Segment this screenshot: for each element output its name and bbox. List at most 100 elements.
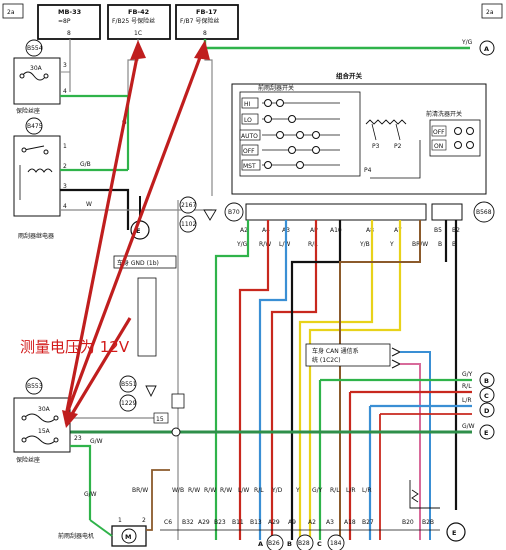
svg-text:P2: P2 [394,143,402,150]
svg-text:B5: B5 [434,227,442,234]
circle-2167 [179,196,197,214]
svg-text:C: C [484,392,489,400]
svg-text:B553: B553 [27,383,43,390]
svg-text:R/W: R/W [259,241,271,248]
svg-text:2: 2 [63,163,67,170]
switch-internal: P3 P2 P4 [364,119,421,179]
svg-text:A: A [484,45,489,53]
fuse-box-bottom-code-circle [25,377,43,395]
svg-text:L/W: L/W [238,487,249,494]
svg-text:G/W: G/W [90,438,103,445]
svg-text:A8: A8 [366,227,374,234]
svg-text:A29: A29 [198,519,210,526]
svg-text:A9: A9 [288,519,296,526]
svg-text:L/R: L/R [346,487,356,494]
svg-text:AUTO: AUTO [241,133,258,140]
bottom-wire-color-labels: W/B R/W R/W R/W L/W R/L Y/D Y G/Y R/L L/… [172,487,372,494]
right-bus-lines: G/Y R/L L/R G/W [60,371,475,540]
svg-text:G/Y: G/Y [462,371,473,378]
svg-text:4: 4 [63,88,67,95]
svg-text:OFF: OFF [433,129,445,136]
svg-text:30A: 30A [38,406,51,413]
svg-text:BR/W: BR/W [132,487,148,494]
svg-text:A4: A4 [262,227,270,234]
svg-text:B23: B23 [214,519,226,526]
svg-text:ON: ON [434,143,443,150]
svg-text:3: 3 [63,183,67,190]
svg-text:=8P: =8P [58,18,71,25]
svg-text:F/B25 号保险丝: F/B25 号保险丝 [112,17,155,25]
corner-tag-left: 2a [7,9,15,16]
svg-text:R/W: R/W [188,487,200,494]
svg-text:L/R: L/R [462,397,472,404]
svg-text:G/W: G/W [462,423,475,430]
switch-connector-b70 [245,203,427,221]
svg-text:B: B [438,241,442,248]
svg-text:组合开关: 组合开关 [336,71,363,80]
svg-text:Y: Y [389,241,394,248]
svg-text:30A: 30A [30,65,43,72]
fuse-box-bottom: 30A 15A [13,397,71,453]
svg-text:雨刮器继电器: 雨刮器继电器 [18,232,54,240]
svg-text:R/L: R/L [254,487,264,494]
svg-text:A: A [258,540,263,548]
svg-text:统 (1C2C): 统 (1C2C) [312,356,341,364]
svg-text:B20: B20 [402,519,414,526]
svg-text:前雨刮器电机: 前雨刮器电机 [58,532,94,540]
svg-text:B: B [484,377,489,385]
svg-text:1: 1 [118,517,122,524]
svg-text:MB-33: MB-33 [58,8,81,16]
svg-text:1102: 1102 [181,221,196,228]
svg-text:15: 15 [156,416,164,423]
svg-text:L/R: L/R [362,487,372,494]
svg-text:L/W: L/W [279,241,290,248]
svg-text:车身 CAN 通信系: 车身 CAN 通信系 [312,347,359,355]
svg-text:G/Y: G/Y [312,487,323,494]
svg-text:B32: B32 [182,519,194,526]
top-box-fb42: FB-42 F/B25 号保险丝 1C [107,4,171,40]
svg-text:2167: 2167 [181,202,196,209]
bottom-ground-tag [446,522,466,542]
connector-tag-a [479,40,495,56]
circle-b551 [119,375,137,393]
svg-text:A3: A3 [326,519,334,526]
svg-text:E: E [452,529,456,537]
top-box-mb33: MB-33 =8P 8 [37,4,101,40]
svg-text:Y/G: Y/G [461,39,473,46]
svg-text:15A: 15A [38,428,51,435]
svg-text:W: W [86,201,92,208]
svg-text:OFF: OFF [243,148,255,155]
measurement-note: 测量电压为 12V [20,338,130,356]
svg-text:FB-17: FB-17 [196,8,217,16]
svg-text:4: 4 [63,203,67,210]
svg-text:Y/D: Y/D [271,487,283,494]
svg-text:Y/G: Y/G [236,241,248,248]
wiper-motor: M [111,525,147,547]
svg-text:B28: B28 [298,540,310,547]
svg-text:C: C [317,540,322,548]
svg-text:Y/B: Y/B [359,241,370,248]
svg-text:M: M [125,533,131,541]
measurement-arrows [62,40,210,428]
svg-text:B70: B70 [228,209,240,216]
can-note: 车身 CAN 通信系 统 (1C2C) [305,343,431,540]
svg-text:A29: A29 [268,519,280,526]
switch-pin-labels: A2 A4 A3 AP A10 A8 A7 B5 B2 [240,227,460,234]
svg-text:Y: Y [295,487,300,494]
svg-text:A7: A7 [394,227,402,234]
svg-text:LO: LO [244,117,252,124]
svg-text:B551: B551 [121,381,137,388]
svg-text:B13: B13 [250,519,262,526]
bottom-pin-labels: C6 B32 A29 B23 B11 B13 A29 A9 A2 A3 A18 … [164,519,434,526]
right-bus-tags: B C D E [479,372,495,440]
corner-tag-right: 2a [486,9,494,16]
wiper-relay [13,135,61,217]
svg-text:B: B [452,241,456,248]
svg-text:B: B [287,540,292,548]
svg-text:A2: A2 [240,227,248,234]
svg-text:C6: C6 [164,519,172,526]
svg-text:前雨刮器开关: 前雨刮器开关 [258,84,294,92]
svg-text:2: 2 [142,517,146,524]
svg-text:R/W: R/W [204,487,216,494]
svg-text:HI: HI [244,101,251,108]
